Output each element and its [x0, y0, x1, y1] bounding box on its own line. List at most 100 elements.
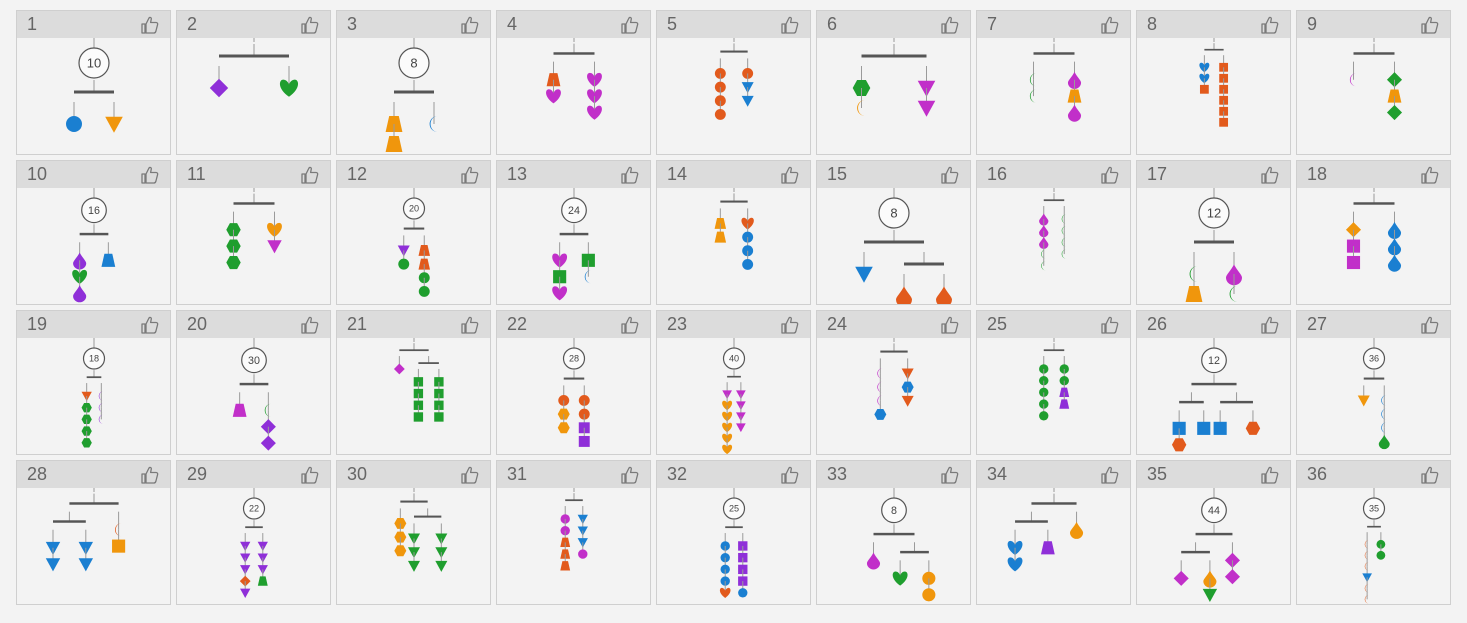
puzzle-card[interactable]: 30	[336, 460, 491, 605]
thumbs-up-icon[interactable]	[940, 165, 960, 185]
thumbs-up-icon[interactable]	[620, 15, 640, 35]
thumbs-up-icon[interactable]	[300, 315, 320, 335]
thumbs-up-icon[interactable]	[460, 465, 480, 485]
puzzle-card[interactable]: 16	[976, 160, 1131, 305]
thumbs-up-icon[interactable]	[1260, 165, 1280, 185]
mobile-figure	[977, 488, 1130, 604]
thumbs-up-icon[interactable]	[1100, 15, 1120, 35]
thumbs-up-icon[interactable]	[1420, 465, 1440, 485]
mobile-figure	[337, 488, 490, 604]
thumbs-up-icon[interactable]	[460, 315, 480, 335]
thumbs-up-icon[interactable]	[140, 15, 160, 35]
thumbs-up-icon[interactable]	[1260, 315, 1280, 335]
thumbs-up-icon[interactable]	[1260, 15, 1280, 35]
mobile-piece	[73, 285, 87, 303]
mobile-figure	[1297, 188, 1450, 304]
mobile-piece	[714, 231, 727, 243]
weight-circle	[242, 497, 266, 520]
mobile-piece	[736, 423, 746, 433]
mobile-beam	[1363, 377, 1385, 380]
puzzle-card[interactable]: 6	[816, 10, 971, 155]
thumbs-up-icon[interactable]	[1420, 315, 1440, 335]
mobile-piece	[232, 403, 247, 417]
puzzle-card[interactable]: 25	[976, 310, 1131, 455]
card-header: 14	[657, 161, 810, 188]
thumbs-up-icon[interactable]	[1420, 15, 1440, 35]
puzzle-card[interactable]: 8	[1136, 10, 1291, 155]
card-header: 8	[1137, 11, 1290, 38]
puzzle-card[interactable]: 2	[176, 10, 331, 155]
puzzle-card[interactable]: 4	[496, 10, 651, 155]
puzzle-card[interactable]: 7	[976, 10, 1131, 155]
mobile-diagram	[1039, 338, 1070, 421]
thumbs-up-icon[interactable]	[300, 165, 320, 185]
thumbs-up-icon[interactable]	[140, 315, 160, 335]
puzzle-card[interactable]: 5	[656, 10, 811, 155]
mobile-beam	[233, 202, 275, 205]
thumbs-up-icon[interactable]	[1100, 165, 1120, 185]
thumbs-up-icon[interactable]	[1260, 465, 1280, 485]
mobile-piece	[1346, 255, 1361, 270]
thumbs-up-icon[interactable]	[460, 15, 480, 35]
thumbs-up-icon[interactable]	[1420, 165, 1440, 185]
thumbs-up-icon[interactable]	[780, 315, 800, 335]
thumbs-up-icon[interactable]	[780, 465, 800, 485]
thumbs-up-icon[interactable]	[940, 465, 960, 485]
thumbs-up-icon[interactable]	[620, 465, 640, 485]
thumbs-up-icon[interactable]	[780, 15, 800, 35]
thumbs-up-icon[interactable]	[940, 315, 960, 335]
thumbs-up-icon[interactable]	[300, 465, 320, 485]
mobile-beam	[219, 54, 289, 58]
card-number: 13	[507, 164, 528, 184]
card-header: 34	[977, 461, 1130, 488]
weight-circle	[78, 47, 110, 79]
mobile-piece	[578, 549, 588, 559]
puzzle-card[interactable]: 24	[816, 310, 971, 455]
puzzle-card[interactable]: 9	[1296, 10, 1451, 155]
thumbs-up-icon[interactable]	[1100, 465, 1120, 485]
mobile-piece	[1245, 421, 1261, 435]
mobile-figure	[1297, 38, 1450, 154]
mobile-diagram	[393, 338, 444, 422]
puzzle-card[interactable]: 11	[176, 160, 331, 305]
thumbs-up-icon[interactable]	[620, 165, 640, 185]
thumbs-up-icon[interactable]	[940, 15, 960, 35]
thumbs-up-icon[interactable]	[620, 315, 640, 335]
card-header: 10	[17, 161, 170, 188]
mobile-figure: 16	[17, 188, 170, 304]
thumbs-up-icon[interactable]	[780, 165, 800, 185]
mobile-piece	[714, 95, 726, 107]
thumbs-up-icon[interactable]	[300, 15, 320, 35]
puzzle-card[interactable]: 34	[976, 460, 1131, 605]
weight-circle	[881, 497, 907, 524]
puzzle-card[interactable]: 21	[336, 310, 491, 455]
thumbs-up-icon[interactable]	[140, 165, 160, 185]
thumbs-up-icon[interactable]	[140, 465, 160, 485]
puzzle-card[interactable]: 31	[496, 460, 651, 605]
puzzle-card[interactable]: 28	[16, 460, 171, 605]
mobile-diagram	[1007, 488, 1084, 572]
thumbs-up-icon[interactable]	[1100, 315, 1120, 335]
mobile-diagram	[714, 188, 754, 270]
puzzle-card[interactable]: 18	[1296, 160, 1451, 305]
thumbs-up-icon[interactable]	[460, 165, 480, 185]
puzzle-card[interactable]: 14	[656, 160, 811, 305]
